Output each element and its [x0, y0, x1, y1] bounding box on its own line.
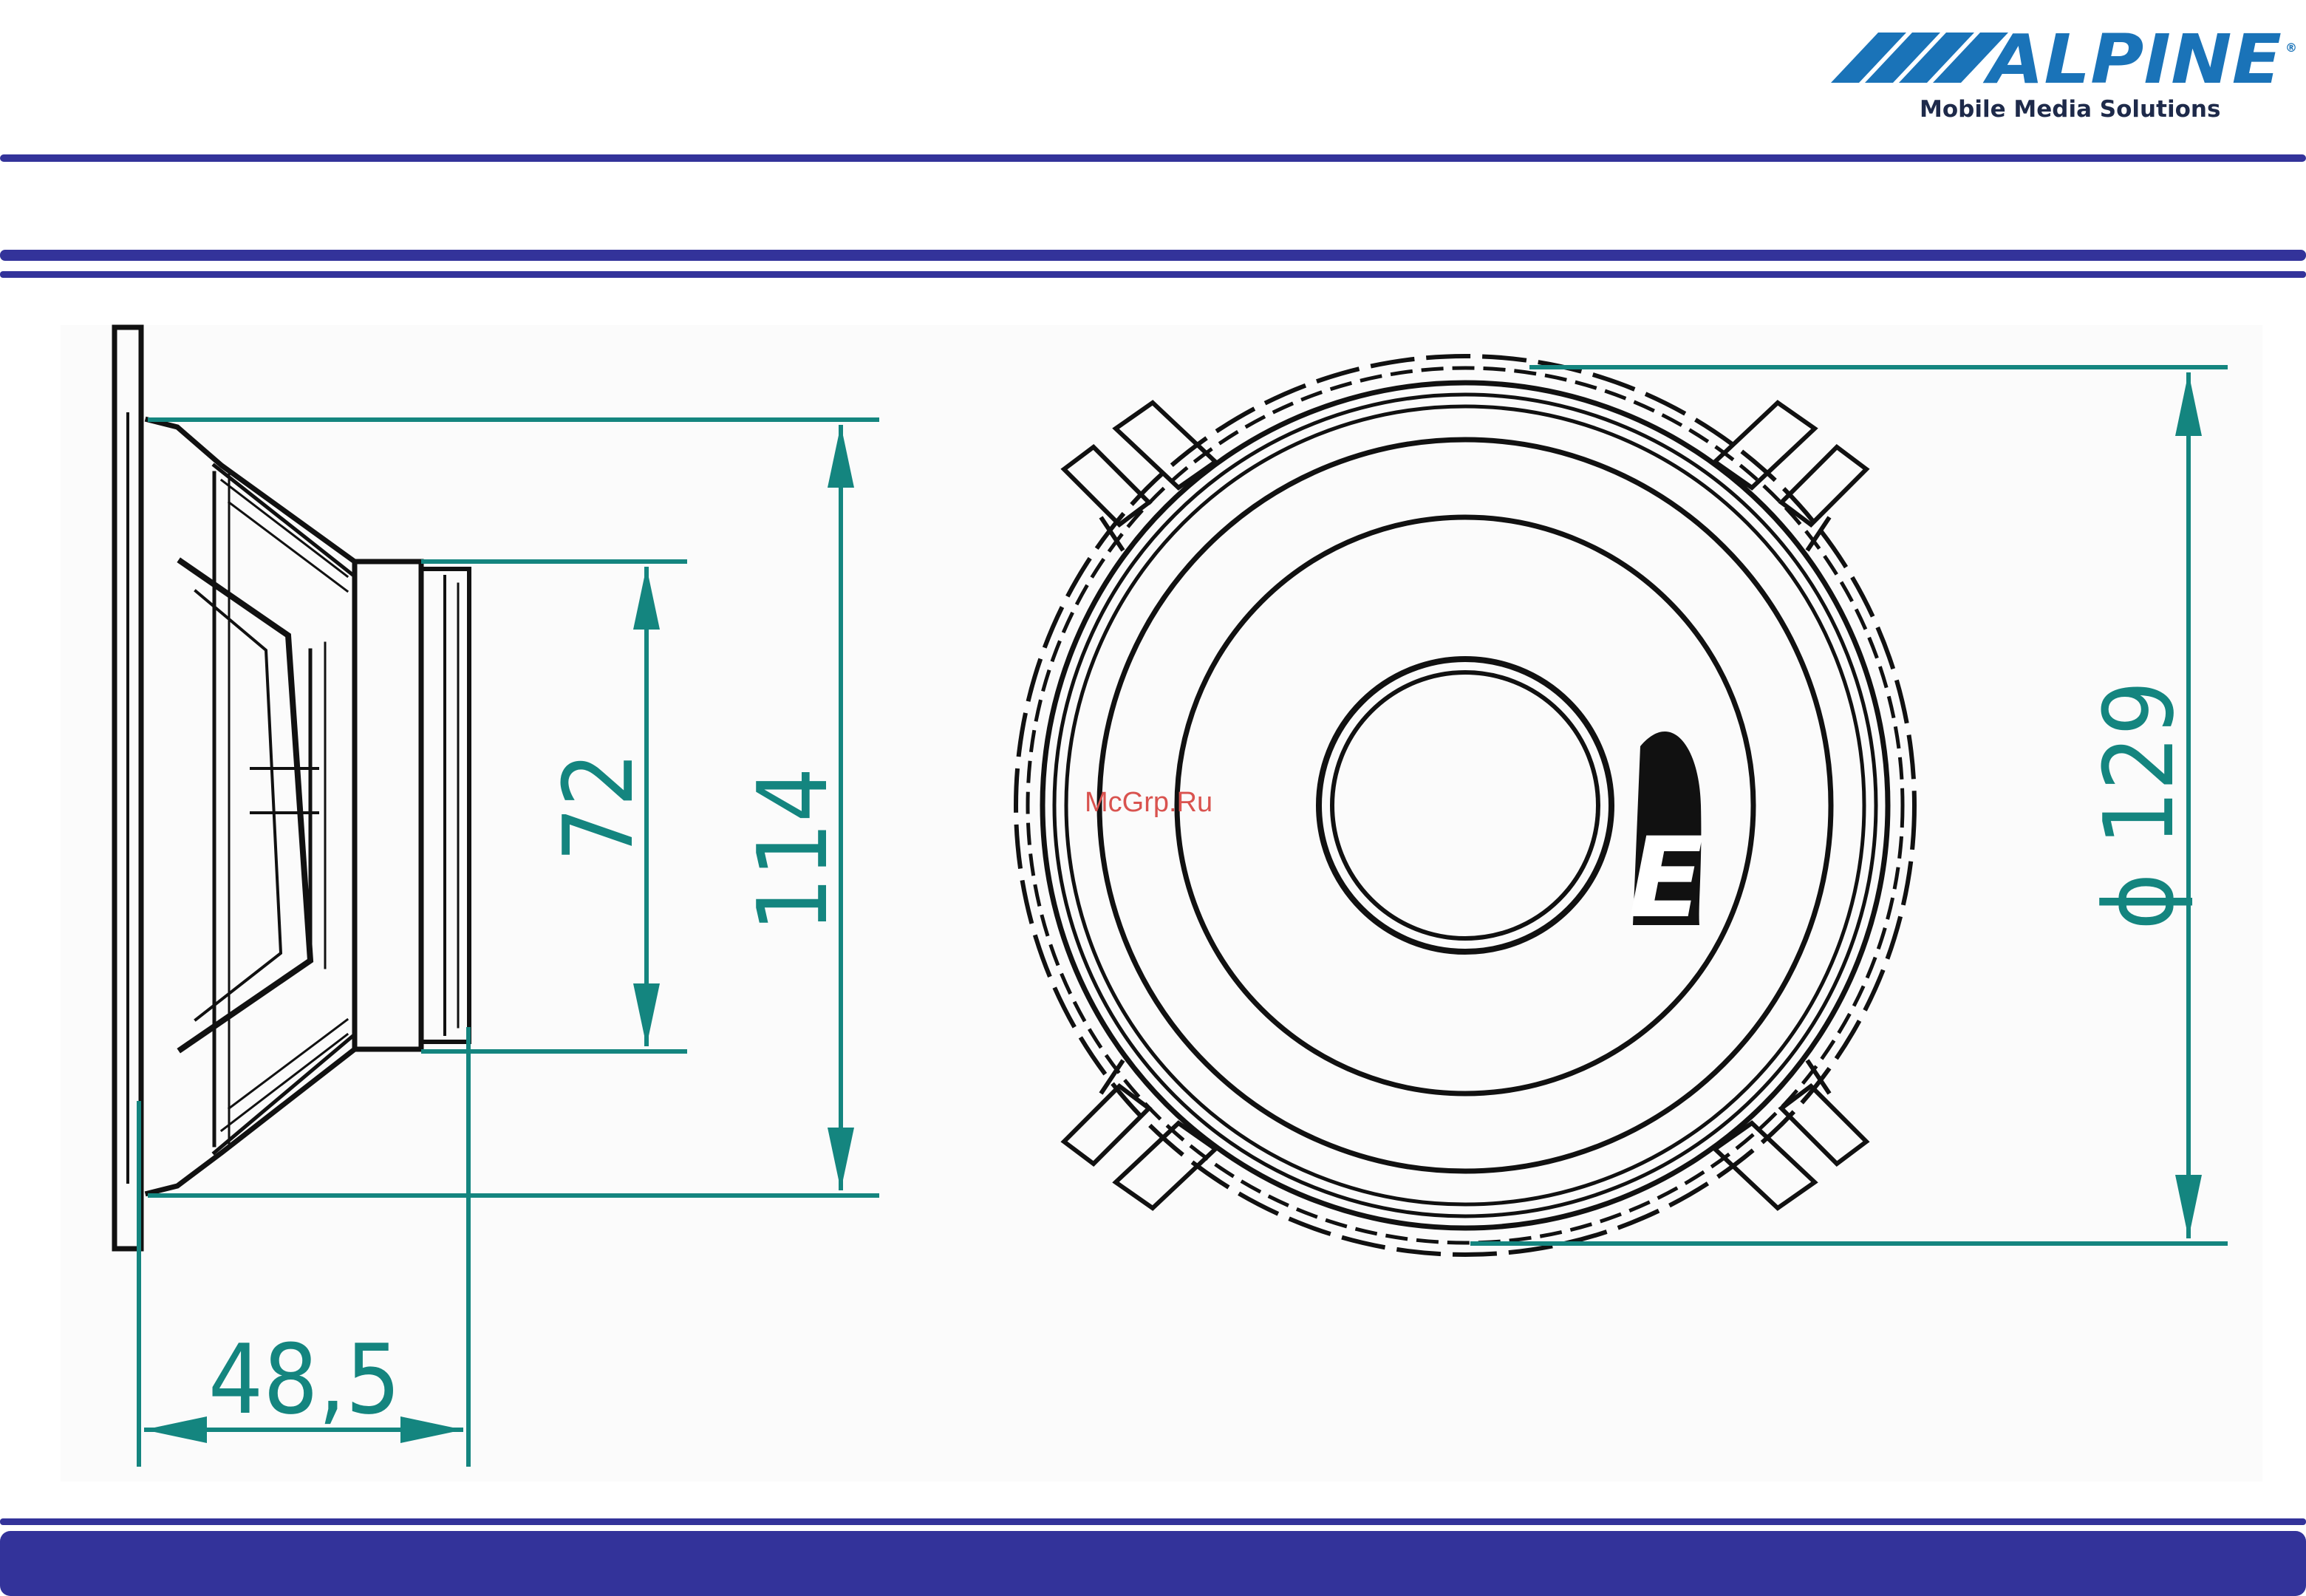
emblem-letter: E [1628, 814, 1704, 943]
e-series-emblem: E [1628, 732, 1704, 943]
header-rules [0, 154, 2306, 278]
dimension-mounting-depth: 48,5 [208, 1323, 400, 1436]
alpine-logo: ALPINE ® Mobile Media Solutions [1831, 20, 2297, 123]
drawing-panel [61, 325, 2262, 1481]
dimension-overall-height: 114 [737, 767, 849, 932]
dimension-outer-diameter: ϕ 129 [2083, 681, 2195, 930]
dimension-magnet-diameter: 72 [542, 752, 655, 862]
alpine-logo-stripes-icon [1831, 33, 2008, 83]
brand-name: ALPINE [1983, 20, 2282, 99]
brand-tagline: Mobile Media Solutions [1920, 96, 2220, 123]
registered-mark: ® [2285, 41, 2297, 55]
footer-rules [0, 1518, 2306, 1596]
watermark-text: McGrp.Ru [1085, 787, 1212, 818]
